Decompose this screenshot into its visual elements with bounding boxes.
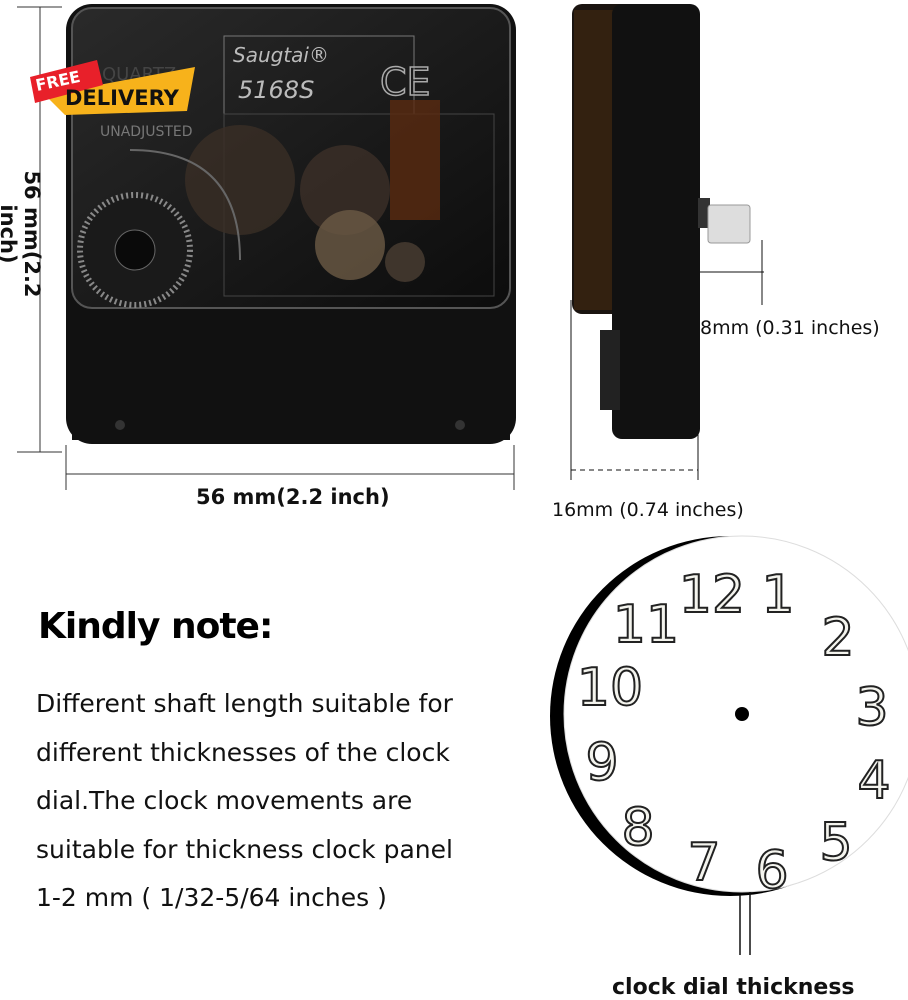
model-text: 5168S xyxy=(238,76,314,104)
dial-number: 6 xyxy=(755,841,788,901)
dial-number: 12 xyxy=(679,565,745,625)
dial-number: 9 xyxy=(585,733,618,793)
note-line: dial.The clock movements are xyxy=(36,786,413,815)
shaft-dimension-label: 8mm (0.31 inches) xyxy=(700,317,880,339)
height-dimension-label: 56 mm(2.2 inch) xyxy=(0,170,44,298)
clock-movement-side xyxy=(570,4,764,480)
ce-mark: CE xyxy=(380,60,431,104)
unadjusted-text: UNADJUSTED xyxy=(100,124,193,140)
shaft xyxy=(707,204,751,244)
center-hole xyxy=(735,707,749,721)
battery-compartment xyxy=(72,310,510,440)
width-dimension-label: 56 mm(2.2 inch) xyxy=(196,485,390,509)
dial-number: 3 xyxy=(855,678,888,738)
depth-dimension-label: 16mm (0.74 inches) xyxy=(552,499,744,521)
coil xyxy=(390,100,440,220)
brand-text: Saugtai® xyxy=(233,43,329,67)
note-title: Kindly note: xyxy=(38,606,273,647)
dial-number: 5 xyxy=(819,813,852,873)
dial-number: 8 xyxy=(621,798,654,858)
free-delivery-badge: FREE DELIVERY xyxy=(30,60,195,115)
gear xyxy=(185,125,295,235)
dial-number: 2 xyxy=(821,608,854,668)
dial-number: 7 xyxy=(687,833,720,893)
clock-dial: 12 1 2 3 4 5 6 7 8 9 10 11 xyxy=(550,535,908,955)
note-line: suitable for thickness clock panel xyxy=(36,834,453,864)
note-paragraph: Different shaft length suitable for diff… xyxy=(36,680,453,923)
svg-text:DELIVERY: DELIVERY xyxy=(65,86,180,110)
dial-number: 10 xyxy=(577,658,643,718)
note-line: different thicknesses of the clock xyxy=(36,737,450,767)
dial-number: 1 xyxy=(761,565,794,625)
dial-number: 4 xyxy=(857,751,890,811)
dial-caption: clock dial thickness xyxy=(612,975,855,1000)
note-line: 1-2 mm ( 1/32-5/64 inches ) xyxy=(36,883,387,912)
note-line: Different shaft length suitable for xyxy=(36,689,453,718)
width-dimension-lines xyxy=(65,445,515,490)
dial-number: 11 xyxy=(613,595,679,655)
